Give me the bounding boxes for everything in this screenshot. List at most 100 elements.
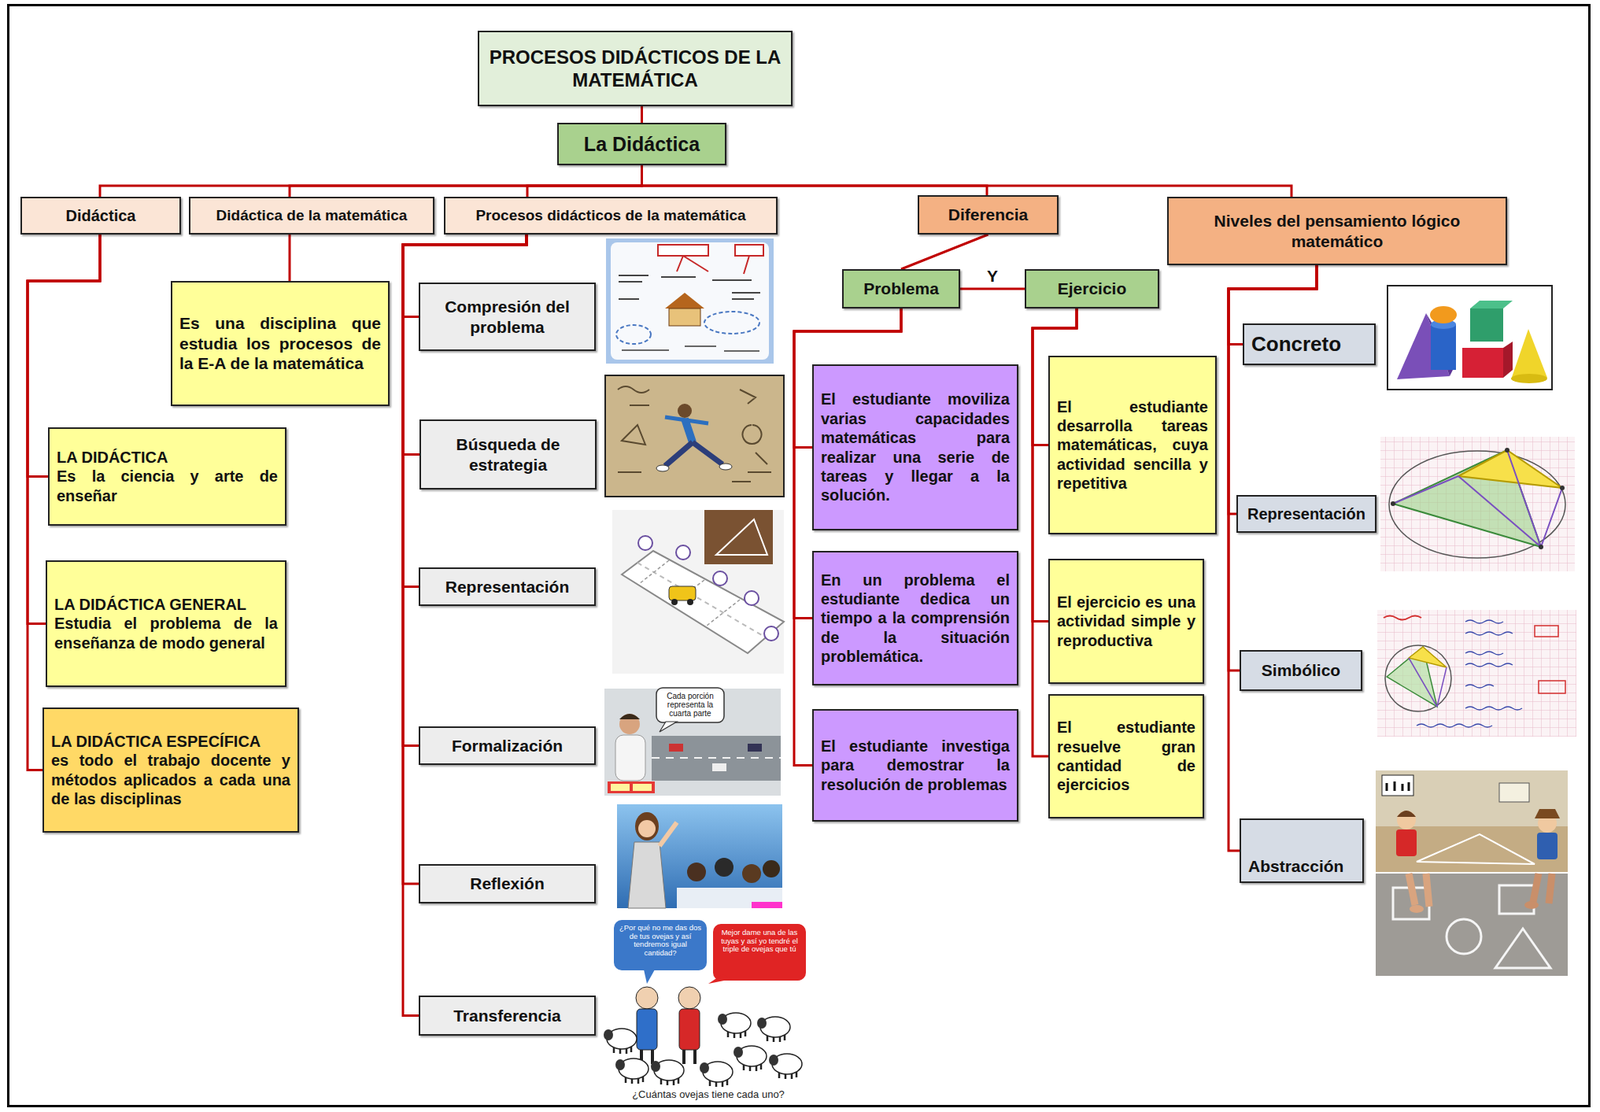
motion-photo-part — [612, 509, 784, 674]
fraction-photo-part — [632, 783, 652, 791]
sheep-cartoon-part — [650, 1060, 684, 1086]
ellipse-drawing-part — [1458, 450, 1563, 488]
fraction-photo-part — [651, 735, 781, 781]
abstraction-photos — [1375, 770, 1568, 976]
concept-box: LA DIDÁCTICAEs la ciencia y arte de ense… — [48, 427, 287, 526]
fraction-photo-part — [656, 687, 725, 723]
abstraction-photos-part — [1375, 770, 1568, 873]
fraction-photo-part — [610, 783, 630, 791]
concept-map-photo-part — [610, 242, 769, 360]
connector-line — [527, 165, 643, 197]
concept-box: Didáctica de la matemática — [188, 196, 435, 235]
symbolic-drawing-part — [1377, 609, 1577, 737]
ellipse-drawing-part — [1559, 485, 1565, 491]
concept-map-photo-part — [657, 244, 709, 256]
abstraction-photos-part — [1495, 928, 1551, 969]
motion-photo — [612, 509, 784, 674]
ellipse-drawing-part — [1393, 450, 1563, 547]
concept-box: PROCESOS DIDÁCTICOS DE LA MATEMÁTICA — [477, 30, 793, 107]
reflection-photo-part — [659, 822, 677, 847]
strategy-photo-part — [605, 375, 784, 497]
speech-bubble-text: ¿Por qué no me das dos de tus ovejas y a… — [617, 923, 703, 958]
box-text: Es una disciplina que estudia los proces… — [179, 313, 381, 374]
reflection-photo-part — [751, 901, 783, 909]
sheep-cartoon-part — [679, 1008, 700, 1050]
solid-shapes-photo-part — [1430, 324, 1456, 370]
abstraction-photos-part — [1534, 809, 1560, 819]
abstraction-photos-part — [1375, 826, 1568, 873]
concept-box: Didáctica — [20, 196, 182, 235]
connector-line — [288, 234, 292, 281]
concept-box: Diferencia — [917, 195, 1059, 235]
box-text: Reflexión — [427, 873, 588, 895]
connector-line — [99, 165, 643, 197]
strategy-photo-part — [617, 386, 772, 482]
sheep-cartoon-part — [717, 1012, 751, 1039]
motion-photo-part — [704, 509, 773, 565]
connector-line — [960, 288, 1025, 291]
ellipse-drawing — [1380, 436, 1575, 572]
solid-shapes-photo-part — [1503, 341, 1513, 378]
concept-box: LA DIDÁCTICA ESPECÍFICAes todo el trabaj… — [42, 707, 300, 833]
reflection-photo-part — [676, 887, 783, 909]
connector-line — [901, 234, 989, 270]
speech-bubble-text: Mejor dame una de las tuyas y así yo ten… — [716, 928, 802, 954]
abstraction-photos-part — [1537, 832, 1558, 860]
motion-photo-part — [687, 598, 694, 606]
box-text: Representación — [1245, 504, 1368, 524]
fraction-photo — [604, 687, 781, 796]
sheep-cartoon-part — [603, 1028, 637, 1054]
box-text: Representación — [427, 576, 588, 598]
box-text: Estudia el problema de la enseñanza de m… — [54, 613, 278, 653]
concept-map-photo — [606, 238, 774, 364]
connector-line — [640, 106, 643, 123]
symbolic-drawing-part — [1408, 657, 1447, 707]
concept-box: Es una disciplina que estudia los proces… — [170, 280, 390, 407]
sheep-cartoon-part — [713, 923, 806, 981]
symbolic-drawing-part — [1534, 625, 1559, 637]
abstraction-photos-part — [1386, 781, 1409, 791]
solid-shapes-photo-part — [1511, 328, 1548, 380]
concept-box: El estudiante investiga para demostrar l… — [812, 709, 1019, 822]
concept-map-photo-part — [665, 292, 705, 309]
sheep-cartoon-part — [636, 1008, 658, 1050]
reflection-photo-part — [617, 804, 783, 909]
connector-line — [642, 165, 988, 196]
concept-box: Reflexión — [418, 864, 596, 904]
box-text: Concreto — [1251, 332, 1368, 358]
abstraction-photos-part — [1409, 905, 1424, 913]
concept-box: Simbólico — [1239, 650, 1363, 691]
concept-box: Concreto — [1242, 323, 1376, 366]
motion-photo-part — [668, 586, 696, 601]
box-text: LA DIDÁCTICA GENERAL — [54, 594, 278, 614]
symbolic-drawing-part — [1377, 609, 1577, 737]
box-text: Transferencia — [427, 1005, 588, 1027]
abstraction-photos-part — [1416, 834, 1535, 865]
symbolic-drawing-part — [1383, 616, 1422, 621]
strategy-photo-part — [665, 442, 723, 466]
motion-photo-part — [764, 626, 779, 641]
abstraction-photos-part — [1499, 783, 1530, 802]
box-text: El estudiante moviliza varias capacidade… — [820, 389, 1010, 505]
motion-photo-part — [639, 560, 740, 626]
fraction-photo-part — [615, 735, 646, 781]
concept-map-photo-part — [616, 325, 651, 344]
concept-box: Problema — [842, 269, 961, 309]
abstraction-photos-part — [1499, 885, 1534, 914]
sheep-cartoon-part — [615, 1058, 649, 1084]
box-text: En un problema el estudiante dedica un t… — [820, 570, 1010, 667]
solid-shapes-photo — [1387, 285, 1552, 390]
concept-box: Compresión del problema — [418, 282, 596, 352]
concept-box: Ejercicio — [1024, 269, 1160, 309]
sheep-cartoon-part — [757, 1016, 791, 1043]
fraction-photo-part — [651, 757, 781, 759]
reflection-photo-part — [687, 862, 706, 882]
fraction-photo-part — [712, 763, 727, 772]
abstraction-photos-part — [1396, 810, 1416, 817]
motion-photo-part — [671, 598, 678, 606]
concept-map-photo-part — [676, 255, 750, 274]
reflection-photo-part — [628, 842, 666, 909]
ellipse-drawing-part — [1380, 436, 1575, 572]
concept-box: Procesos didácticos de la matemática — [443, 196, 778, 235]
